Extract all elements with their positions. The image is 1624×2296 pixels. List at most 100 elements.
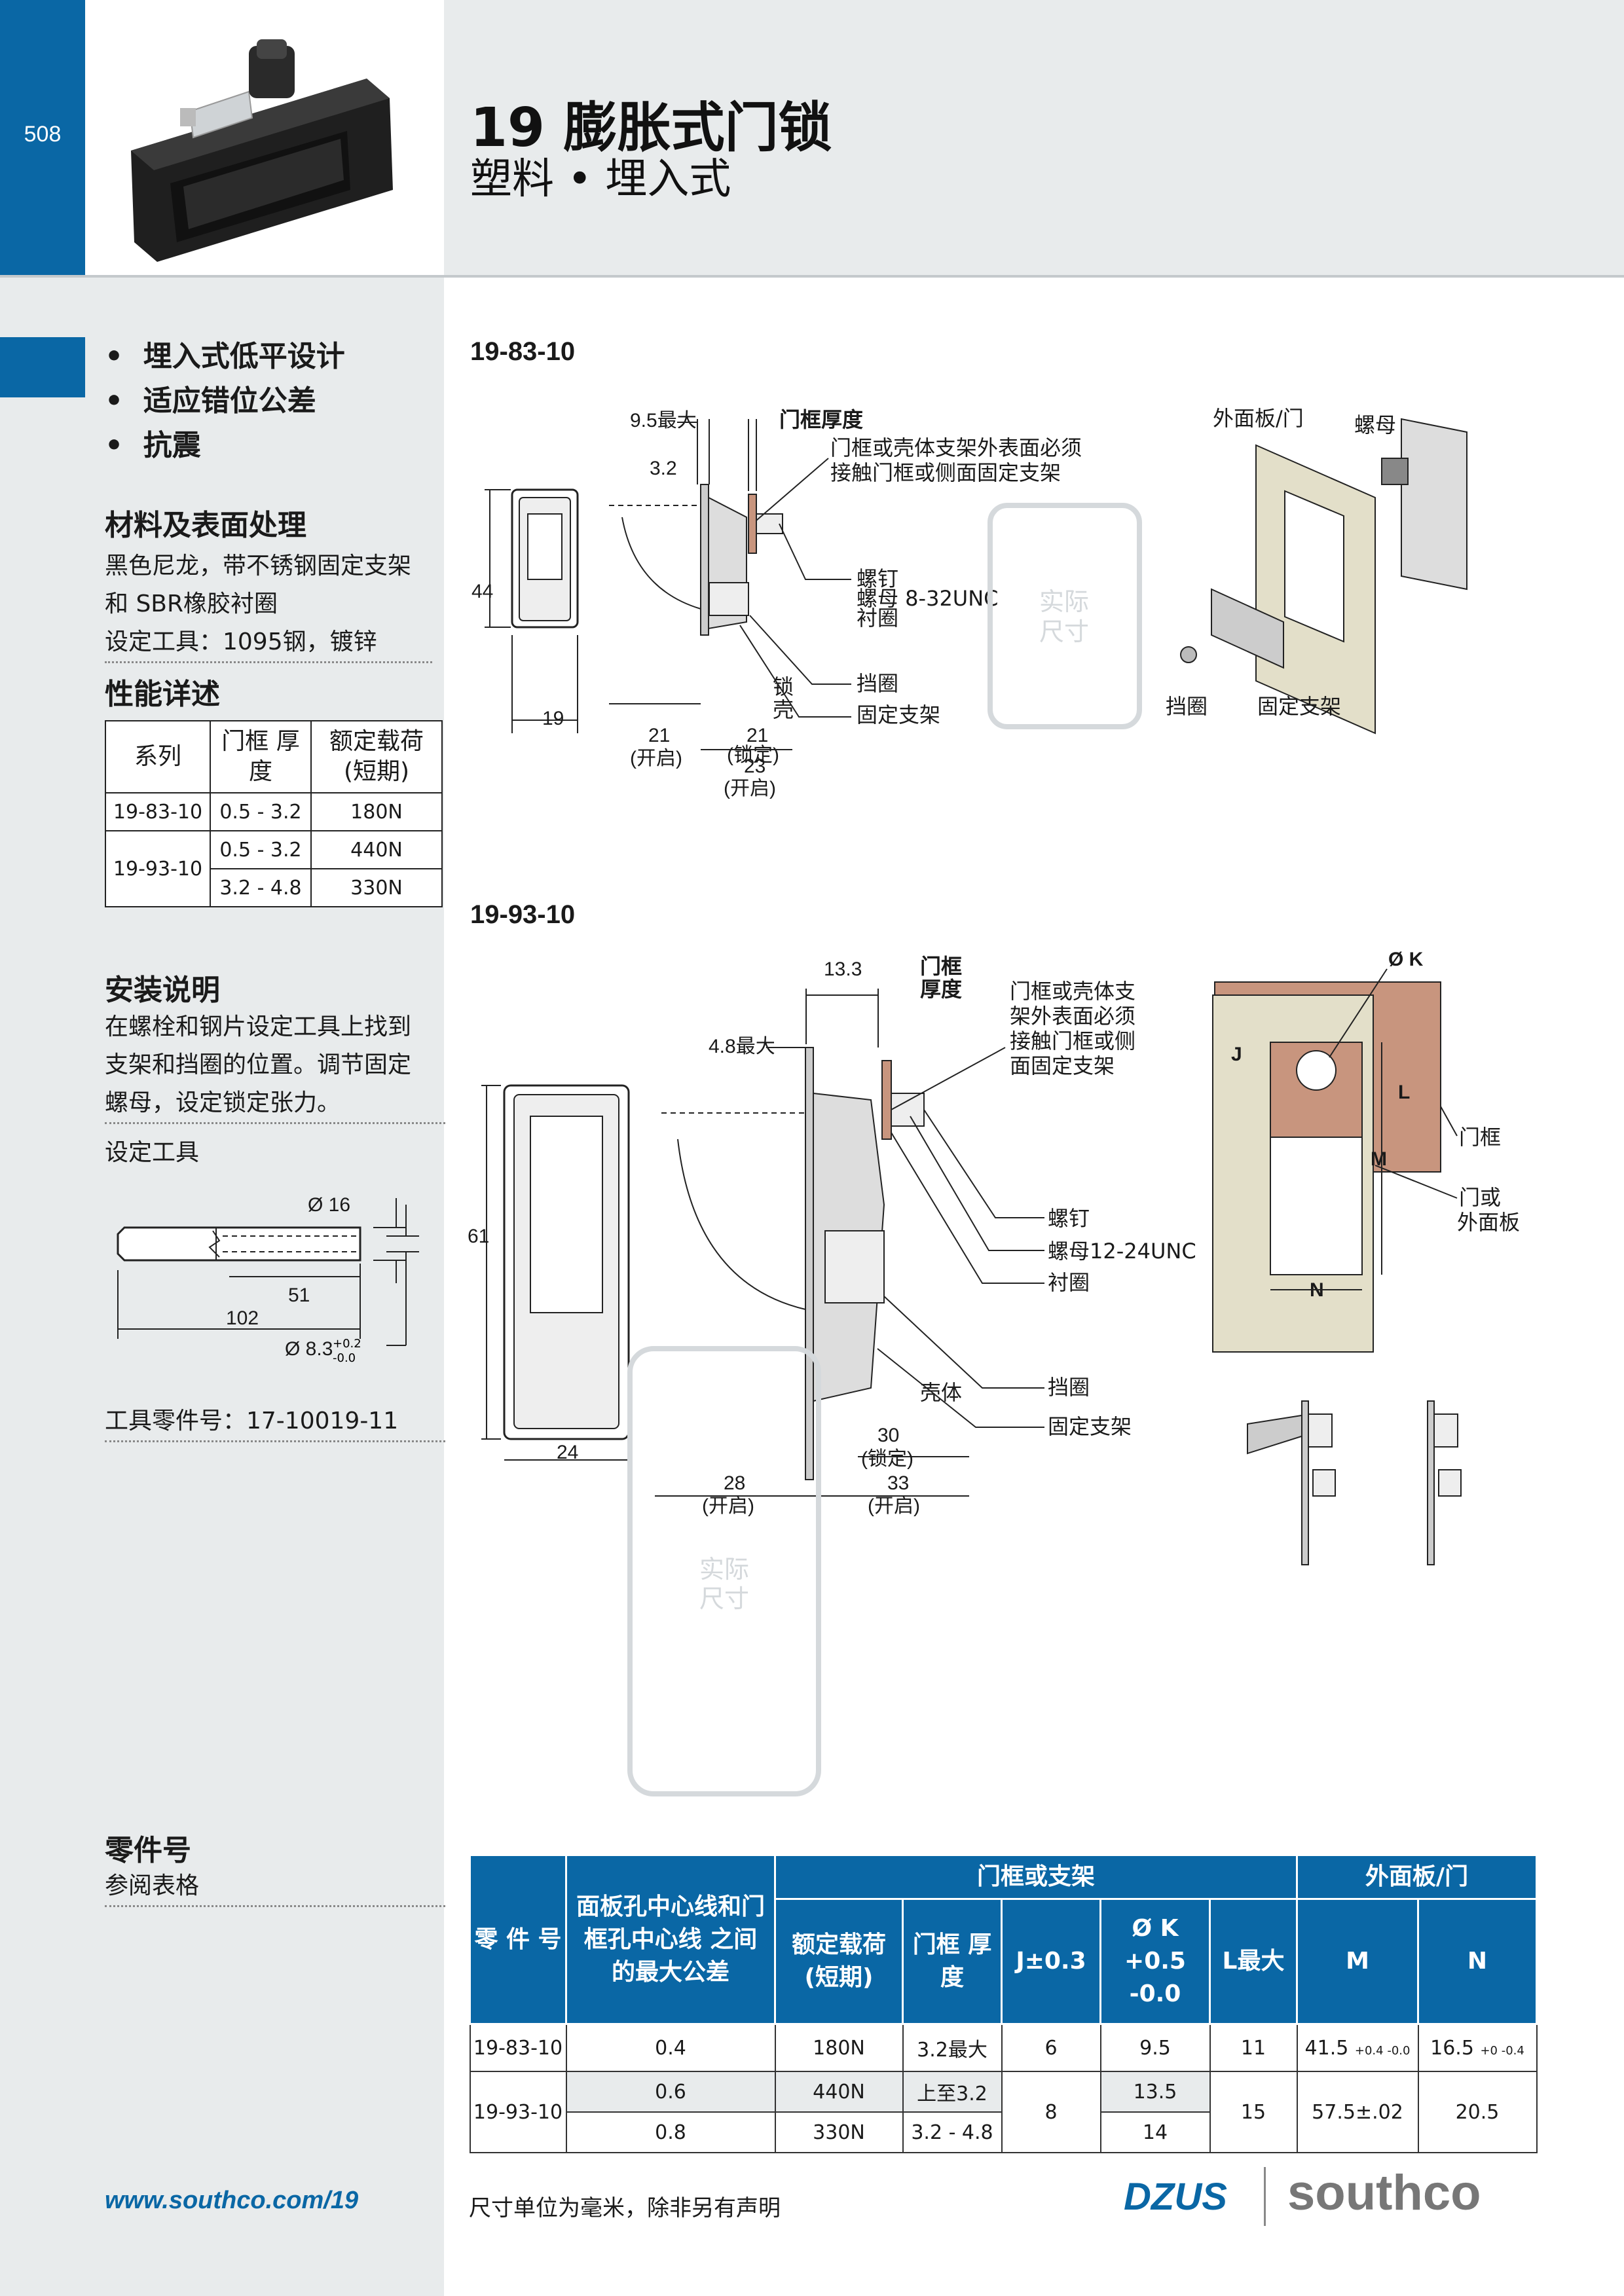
table-cell: 6 xyxy=(1001,2023,1101,2072)
table-cell: 0.8 xyxy=(565,2111,776,2153)
table-header-part: 零 件 号 xyxy=(469,1854,567,2025)
table-cell: 8 xyxy=(1001,2071,1101,2153)
perf-header-load: 额定载荷 (短期) xyxy=(310,720,443,793)
feature-item: • 抗震 xyxy=(105,429,201,462)
table-cell: 9.5 xyxy=(1099,2023,1211,2072)
diagram1-label-bracket: 固定支架 xyxy=(857,702,940,727)
diagram2-dim-4-8: 4.8最大 xyxy=(709,1036,775,1057)
diagram-19-83-10: 19-83-10 44 19 9.5最大 3.2 门框厚度 门框或壳体支架外表面… xyxy=(470,337,1467,799)
diagram1-dim-21-locked: 21 xyxy=(747,725,768,746)
header-background xyxy=(444,0,1624,275)
diagram2-label-bracket: 固定支架 xyxy=(1048,1414,1132,1439)
diagram1-callout-1: 门框或壳体支架外表面必须 xyxy=(830,435,1082,460)
diagram2-cutout-l: L xyxy=(1398,1082,1410,1103)
table-cell: 0.6 xyxy=(565,2071,776,2113)
table-header-m: M xyxy=(1296,1898,1419,2025)
tool-dim-d83: Ø 8.3 xyxy=(285,1338,333,1360)
table-header-load: 额定载荷 (短期) xyxy=(774,1898,904,2025)
tool-dim-102: 102 xyxy=(226,1307,259,1329)
diagram1-frame-thickness: 门框厚度 xyxy=(779,407,863,432)
diagram2-dim-28-state: (开启) xyxy=(702,1495,754,1517)
diagram1-label-nut: 螺母 8-32UNC xyxy=(857,586,999,611)
perf-cell: 19-83-10 xyxy=(105,792,211,831)
diagram2-cutout-j: J xyxy=(1231,1044,1242,1065)
diagram2-callout-4: 面固定支架 xyxy=(1010,1053,1115,1078)
table-header-frame: 门框或支架 xyxy=(774,1854,1298,1900)
table-header-thickness: 门框 厚度 xyxy=(902,1898,1003,2025)
install-heading: 安装说明 xyxy=(105,974,220,1007)
parts-table: 零 件 号 面板孔中心线和门框孔中心线 之间的最大公差 门框或支架 外面板/门 … xyxy=(469,1854,1538,2153)
feature-item: • 适应错位公差 xyxy=(105,384,316,418)
table-cell: 19-93-10 xyxy=(469,2071,567,2153)
materials-heading: 材料及表面处理 xyxy=(105,509,306,542)
diagram2-label-nut: 螺母12-24UNC xyxy=(1048,1239,1196,1264)
tool-label: 设定工具 xyxy=(105,1139,200,1166)
diagram2-label-screw: 螺钉 xyxy=(1048,1206,1090,1231)
tool-dim-51: 51 xyxy=(288,1285,310,1306)
table-cell: 440N xyxy=(774,2071,904,2113)
tool-dim-d83-tol-plus: +0.2 xyxy=(333,1337,361,1351)
diagram1-exploded-bracket: 固定支架 xyxy=(1257,694,1341,719)
table-cell: 3.2最大 xyxy=(902,2023,1003,2072)
footer-url[interactable]: www.southco.com/19 xyxy=(105,2187,359,2214)
diagram2-cutout-frame: 门框 xyxy=(1459,1125,1501,1150)
table-cell: 0.4 xyxy=(565,2023,776,2072)
diagram2-dim-33: 33 xyxy=(887,1472,909,1494)
table-cell: 15 xyxy=(1209,2071,1298,2153)
diagram1-dim-44: 44 xyxy=(471,581,493,602)
feature-list: • 埋入式低平设计 • 适应错位公差 • 抗震 xyxy=(105,333,345,466)
diagram2-callout-1: 门框或壳体支 xyxy=(1010,979,1135,1004)
diagram2-dim-24: 24 xyxy=(557,1442,578,1463)
diagram2-label-case: 壳体 xyxy=(920,1380,962,1405)
tool-dim-d83-tol-minus: -0.0 xyxy=(333,1351,356,1365)
diagram1-dim-3-2: 3.2 xyxy=(650,458,677,479)
diagram2-cutout-panel-1: 门或 xyxy=(1459,1185,1501,1210)
page-number-strip xyxy=(0,0,85,275)
diagram2-callout-3: 接触门框或侧 xyxy=(1010,1029,1135,1053)
table-cell: 330N xyxy=(774,2111,904,2153)
table-cell: 13.5 xyxy=(1099,2071,1211,2113)
tool-dim-d16: Ø 16 xyxy=(308,1194,350,1216)
table-cell: 19-83-10 xyxy=(469,2023,567,2072)
performance-heading: 性能详述 xyxy=(105,678,220,711)
diagram2-dim-13-3: 13.3 xyxy=(824,958,862,980)
table-cell: 180N xyxy=(774,2023,904,2072)
diagram2-frame-2: 厚度 xyxy=(920,977,962,1002)
materials-text: 黑色尼龙，带不锈钢固定支架 和 SBR橡胶衬圈 设定工具：1095钢，镀锌 xyxy=(105,547,432,663)
feature-item: • 埋入式低平设计 xyxy=(105,340,345,373)
diagram1-label-bushing: 衬圈 xyxy=(857,606,898,630)
diagram1-label-screw: 螺钉 xyxy=(857,566,898,591)
diagram1-dim-19: 19 xyxy=(542,708,564,729)
install-text: 在螺栓和钢片设定工具上找到 支架和挡圈的位置。调节固定 螺母，设定锁定张力。 xyxy=(105,1008,445,1124)
diagram2-dim-30: 30 xyxy=(877,1425,899,1446)
perf-cell: 19-93-10 xyxy=(105,830,211,907)
perf-cell: 330N xyxy=(310,868,443,907)
diagram1-exploded-panel: 外面板/门 xyxy=(1213,406,1304,431)
table-header-n: N xyxy=(1417,1898,1538,2025)
table-cell: 上至3.2 xyxy=(902,2071,1003,2113)
table-cell: 16.5 +0 -0.4 xyxy=(1417,2023,1538,2072)
diagram2-dim-61: 61 xyxy=(468,1226,489,1247)
table-header-panel: 外面板/门 xyxy=(1296,1854,1538,1900)
diagram2-part-number: 19-93-10 xyxy=(470,900,575,929)
diagram1-dim-23-state: (开启) xyxy=(724,778,776,799)
table-cell: 3.2 - 4.8 xyxy=(902,2111,1003,2153)
diagram2-label-retainer: 挡圈 xyxy=(1048,1375,1090,1400)
southco-logo: southco xyxy=(1287,2165,1481,2221)
diagram1-actual-size-2: 尺寸 xyxy=(1039,617,1089,646)
table-cell: 14 xyxy=(1099,2111,1211,2153)
diagram1-exploded-nut: 螺母 xyxy=(1354,412,1396,437)
diagram2-cutout-panel-2: 外面板 xyxy=(1457,1210,1520,1235)
page-title: 19 膨胀式门锁 xyxy=(470,97,832,159)
perf-header-thickness: 门框 厚度 xyxy=(210,720,312,793)
perf-cell: 0.5 - 3.2 xyxy=(210,792,312,831)
table-cell: 20.5 xyxy=(1417,2071,1538,2153)
table-header-k: Ø K +0.5 -0.0 xyxy=(1099,1898,1211,2025)
page-subtitle: 塑料 • 埋入式 xyxy=(470,155,731,204)
performance-table: 系列 门框 厚度 额定载荷 (短期) 19-83-10 0.5 - 3.2 18… xyxy=(105,720,443,907)
diagram1-label-case: 壳 xyxy=(773,697,794,722)
diagram2-frame-1: 门框 xyxy=(920,954,962,979)
diagram1-dim-21-open-state: (开启) xyxy=(630,748,682,769)
perf-cell: 3.2 - 4.8 xyxy=(210,868,312,907)
header-divider xyxy=(0,275,1624,278)
